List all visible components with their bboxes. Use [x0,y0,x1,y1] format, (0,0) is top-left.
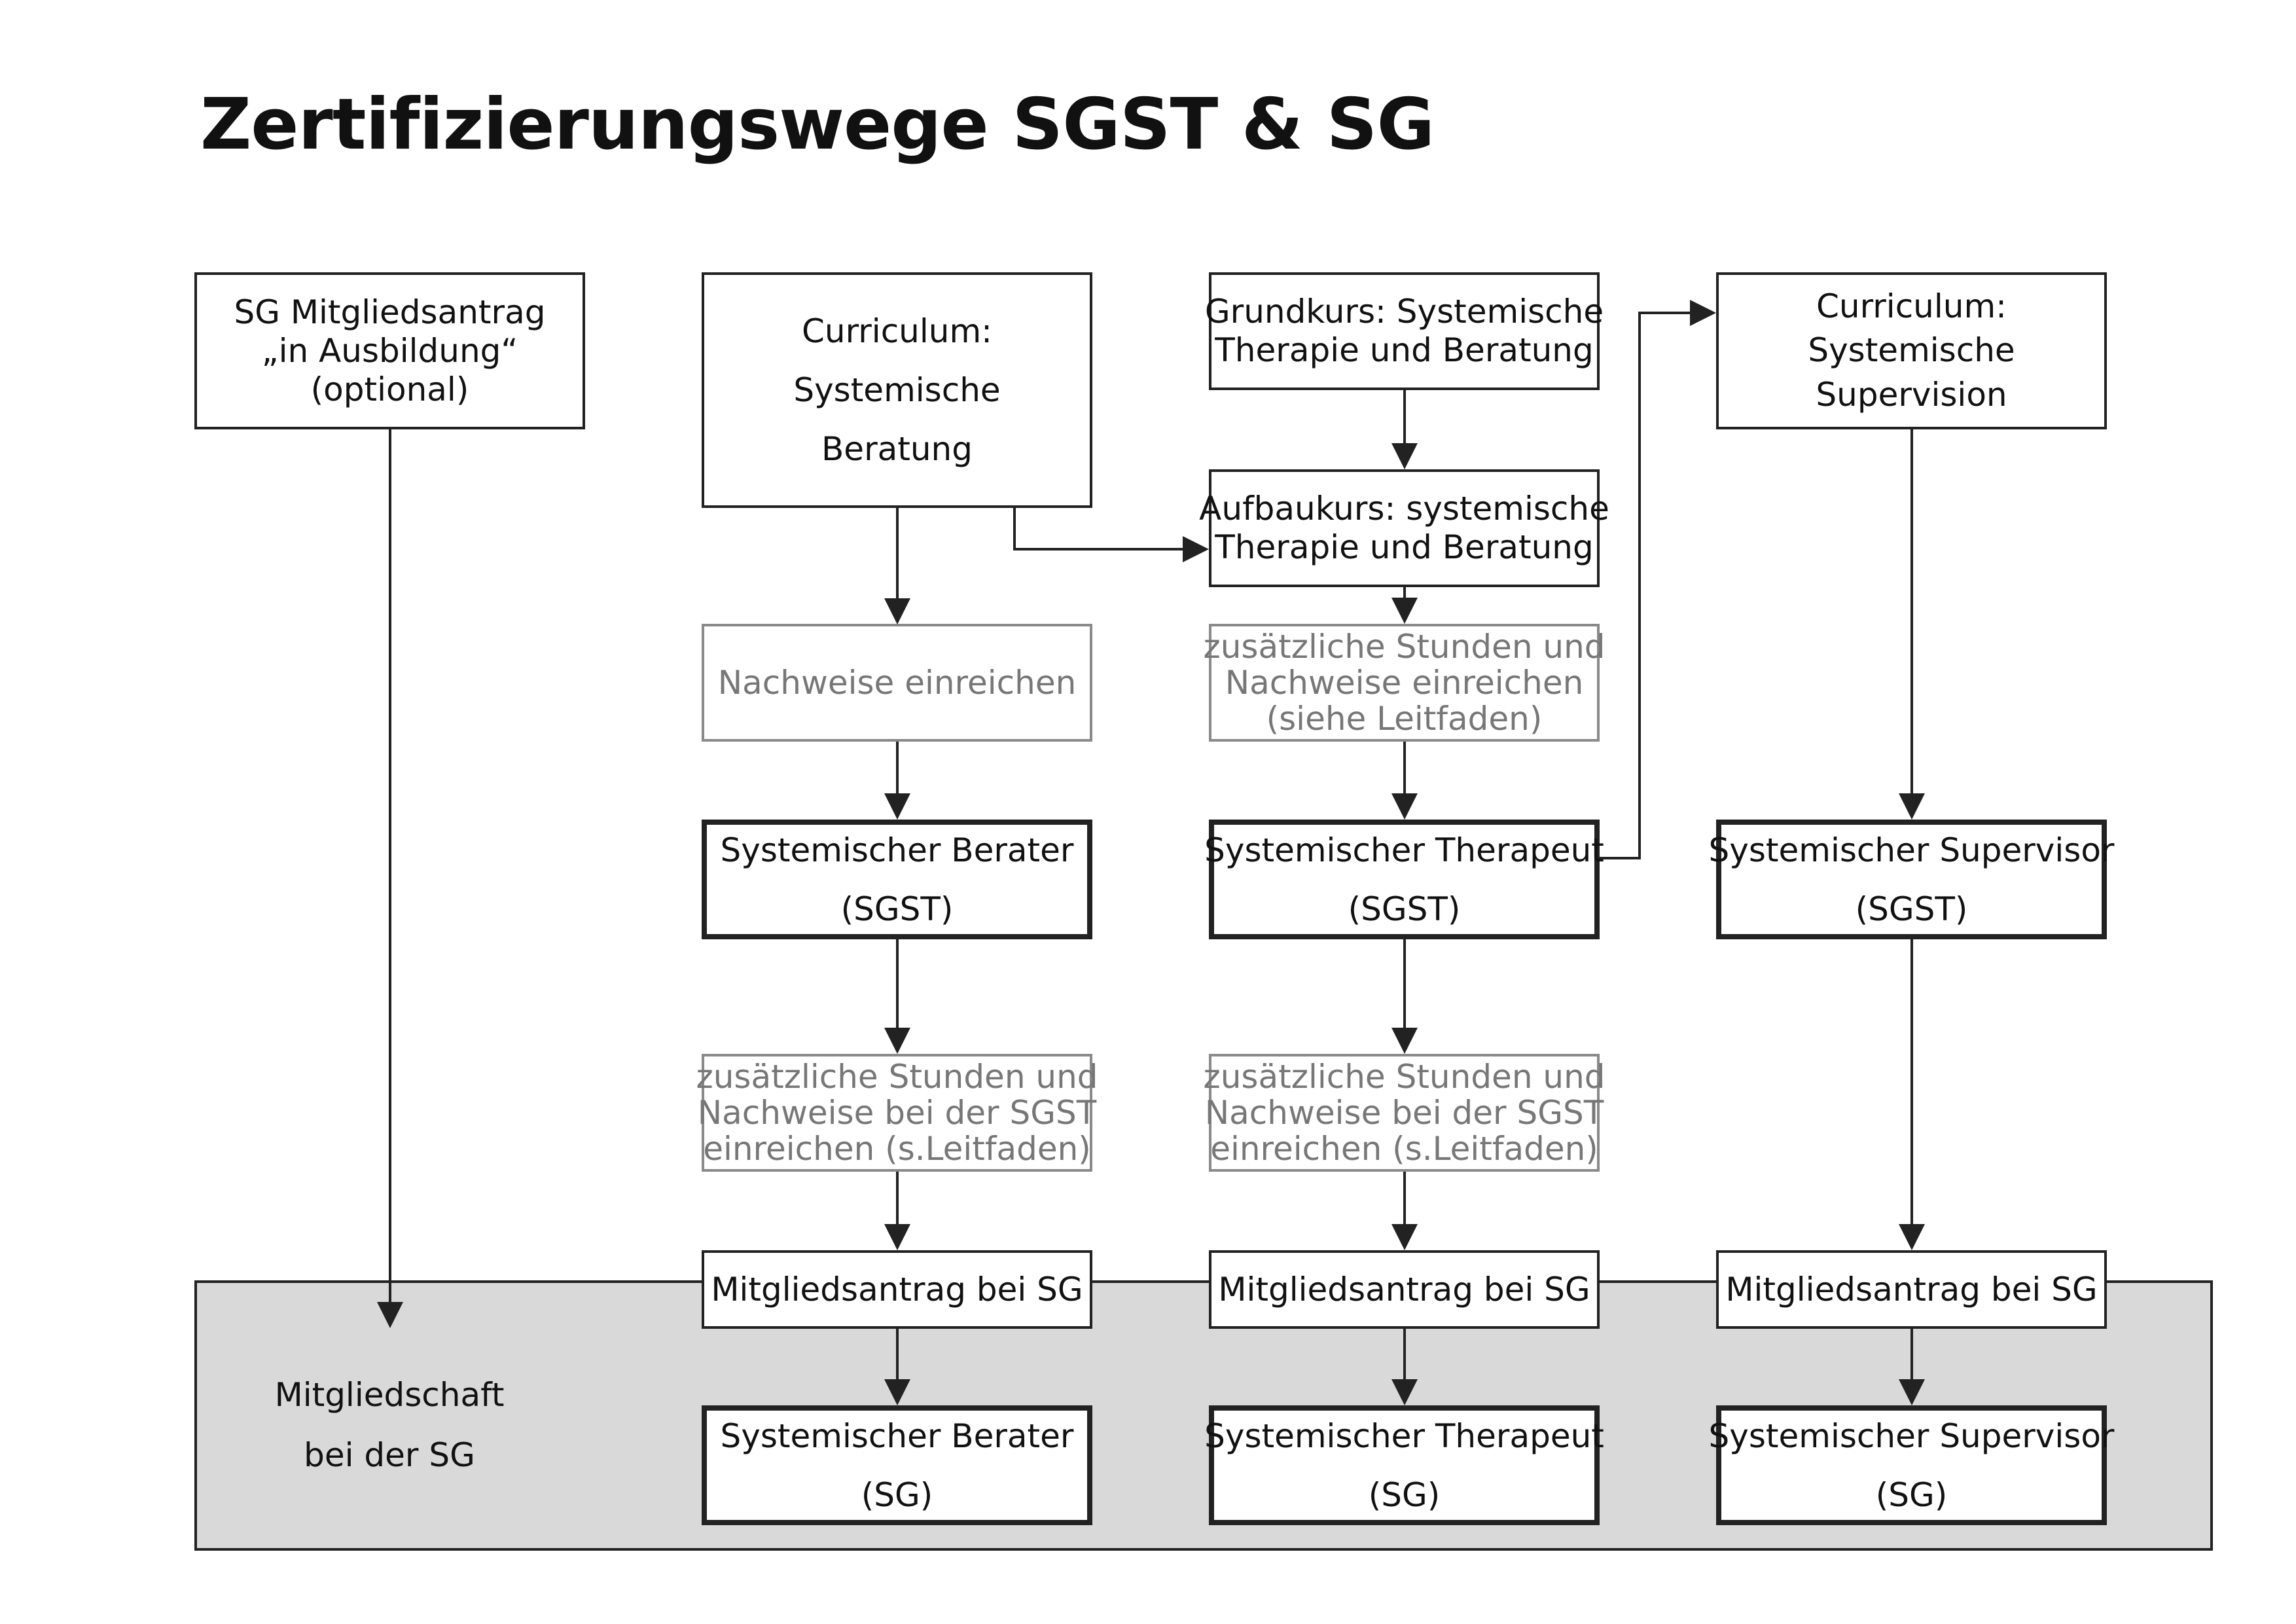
membership-application-supervisor-box: Mitgliedsantrag bei SG [1716,1250,2107,1329]
supervisor-sg-box: Systemischer Supervisor (SG) [1709,1405,2114,1525]
box-text: (siehe Leitfaden) [1266,699,1543,738]
box-text: Nachweise einreichen [717,663,1077,702]
box-text: Systemische [1808,331,2015,370]
box-text: Systemischer Berater [720,831,1074,869]
advanced-course-box: Aufbaukurs: systemische Therapie und Ber… [1199,469,1609,587]
box-text: einreichen (s.Leitfaden) [1210,1129,1598,1168]
box-text: (SGST) [1855,890,1968,928]
box-text: (SG) [861,1475,933,1514]
membership-label-line: Mitgliedschaft [274,1376,505,1414]
page-title: Zertifizierungswege SGST & SG [200,84,1435,166]
membership-application-therapist-box: Mitgliedsantrag bei SG [1209,1250,1600,1329]
basic-course-box: Grundkurs: Systemische Therapie und Bera… [1205,272,1604,390]
curriculum-supervision-box: Curriculum: Systemische Supervision [1716,272,2107,429]
box-text: Systemischer Berater [720,1416,1074,1455]
additional-hours-therapy-box: zusätzliche Stunden und Nachweise einrei… [1204,624,1605,742]
box-text: Curriculum: [1816,287,2007,325]
box-text: einreichen (s.Leitfaden) [703,1129,1091,1168]
box-text: Systemischer Therapeut [1204,1416,1604,1455]
membership-label-line: bei der SG [304,1436,475,1474]
box-text: Nachweise bei der SGST [1204,1093,1604,1132]
additional-hours-therapist-box: zusätzliche Stunden und Nachweise bei de… [1204,1054,1605,1172]
box-text: Systemischer Therapeut [1204,831,1604,869]
box-text: zusätzliche Stunden und [696,1057,1098,1096]
box-text: Therapie und Beratung [1215,528,1594,566]
box-text: Mitgliedsantrag bei SG [711,1270,1083,1308]
therapist-sg-box: Systemischer Therapeut (SG) [1204,1405,1604,1525]
sg-application-in-training-box: SG Mitgliedsantrag „in Ausbildung“ (opti… [194,272,585,429]
therapist-sgst-box: Systemischer Therapeut (SGST) [1204,820,1604,939]
box-text: (SGST) [1348,890,1461,928]
box-text: SG Mitgliedsantrag [234,293,546,331]
submit-evidence-box: Nachweise einreichen [702,624,1092,742]
box-text: Systemischer Supervisor [1708,1416,2115,1455]
membership-application-counsellor-box: Mitgliedsantrag bei SG [702,1250,1092,1329]
box-text: Systemische [793,371,1001,409]
box-text: zusätzliche Stunden und [1203,627,1605,666]
box-text: Supervision [1816,375,2007,414]
supervisor-sgst-box: Systemischer Supervisor (SGST) [1709,820,2114,939]
box-text: Nachweise einreichen [1225,663,1584,702]
box-text: Beratung [821,430,973,468]
box-text: Mitgliedsantrag bei SG [1725,1270,2098,1308]
counsellor-sgst-box: Systemischer Berater (SGST) [702,820,1092,939]
box-text: Aufbaukurs: systemische [1199,490,1609,528]
curriculum-counselling-box: Curriculum: Systemische Beratung [702,272,1092,508]
box-text: „in Ausbildung“ [261,331,518,370]
arrow-curriculum-to-advanced [1013,508,1209,562]
additional-hours-counsellor-box: zusätzliche Stunden und Nachweise bei de… [696,1054,1098,1172]
box-text: (SG) [1875,1475,1948,1514]
box-text: Therapie und Beratung [1215,331,1594,369]
box-text: Systemischer Supervisor [1708,831,2115,869]
box-text: Curriculum: [801,312,993,350]
box-text: (SGST) [840,890,954,928]
box-text: Nachweise bei der SGST [697,1093,1097,1132]
box-text: Mitgliedsantrag bei SG [1218,1270,1590,1308]
box-text: (optional) [310,370,469,408]
membership-label: Mitgliedschaft bei der SG [262,1365,517,1485]
box-text: (SG) [1368,1475,1441,1514]
arrow-therapist-to-supervision [1600,300,1716,859]
counsellor-sg-box: Systemischer Berater (SG) [702,1405,1092,1525]
box-text: zusätzliche Stunden und [1203,1057,1605,1096]
box-text: Grundkurs: Systemische [1204,293,1604,331]
